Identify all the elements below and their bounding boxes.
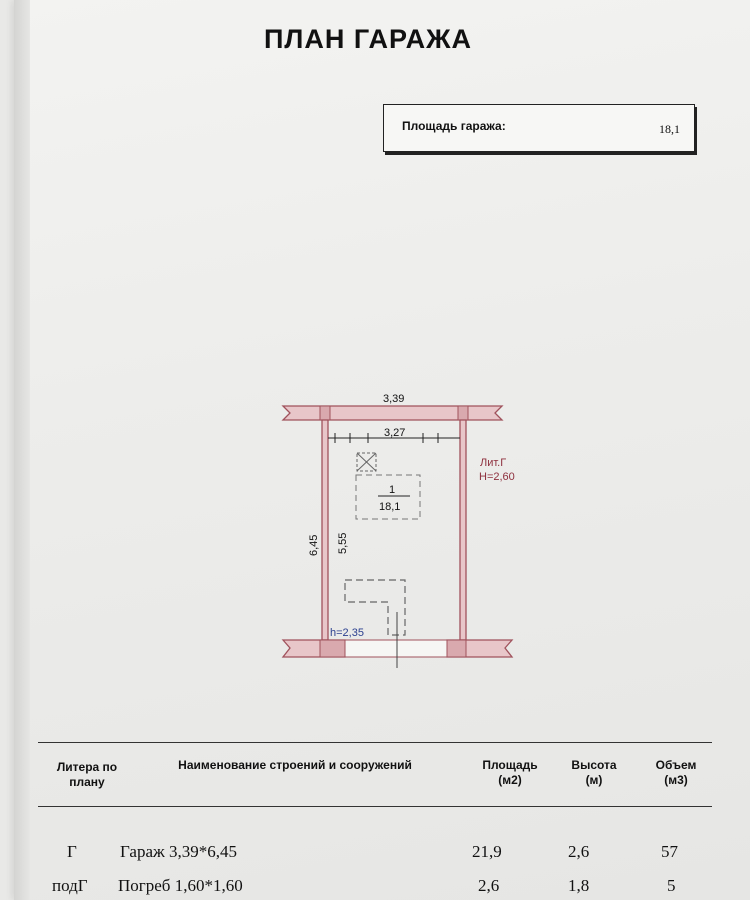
row-2-height: 1,8 bbox=[568, 876, 590, 895]
ventilation-cross bbox=[356, 452, 377, 472]
ventilation-symbol bbox=[356, 452, 377, 472]
top-right-pier bbox=[457, 405, 469, 421]
cellar-symbol bbox=[344, 579, 406, 636]
garage-area-box: Площадь гаража: 18,1 bbox=[383, 104, 695, 152]
outer-length-label: 6,45 bbox=[308, 535, 320, 556]
row-1-name: Гараж 3,39*6,45 bbox=[120, 842, 237, 861]
header-height: Высота (м) bbox=[571, 758, 617, 787]
row-1-volume: 57 bbox=[661, 842, 678, 861]
gate-opening bbox=[344, 639, 448, 658]
row-1-litera: Г bbox=[67, 842, 77, 861]
height-label: H=2,60 bbox=[479, 471, 515, 483]
room-area: 18,1 bbox=[379, 501, 400, 513]
room-label-frame bbox=[355, 474, 421, 520]
left-wall bbox=[321, 419, 329, 641]
top-left-pier bbox=[319, 405, 331, 421]
bottom-left-pier bbox=[319, 639, 346, 658]
cellar-height-label: h=2,35 bbox=[330, 627, 364, 639]
room-number: 1 bbox=[389, 484, 395, 496]
page-title: ПЛАН ГАРАЖА bbox=[264, 24, 472, 54]
row-2-volume: 5 bbox=[667, 876, 676, 895]
outer-width-label: 3,39 bbox=[383, 393, 404, 405]
row-1-height: 2,6 bbox=[568, 842, 590, 861]
binding-edge bbox=[14, 0, 30, 900]
header-litera: Литера по плану bbox=[56, 760, 118, 789]
right-wall bbox=[459, 419, 467, 641]
top-wall bbox=[281, 405, 504, 421]
bottom-right-pier bbox=[446, 639, 467, 658]
row-2-area: 2,6 bbox=[478, 876, 500, 895]
garage-area-value: 18,1 bbox=[659, 122, 680, 136]
header-area: Площадь (м2) bbox=[482, 758, 538, 787]
inner-length-label: 5,55 bbox=[337, 533, 349, 554]
garage-area-label: Площадь гаража: bbox=[402, 119, 506, 133]
header-volume: Объем (м3) bbox=[655, 758, 697, 787]
row-2-litera: подГ bbox=[52, 876, 88, 895]
header-name: Наименование строений и сооружений bbox=[178, 758, 412, 772]
row-1-area: 21,9 bbox=[472, 842, 502, 861]
litera-label: Лит.Г bbox=[480, 457, 506, 469]
row-2-name: Погреб 1,60*1,60 bbox=[118, 876, 243, 895]
inner-width-label: 3,27 bbox=[384, 427, 405, 439]
